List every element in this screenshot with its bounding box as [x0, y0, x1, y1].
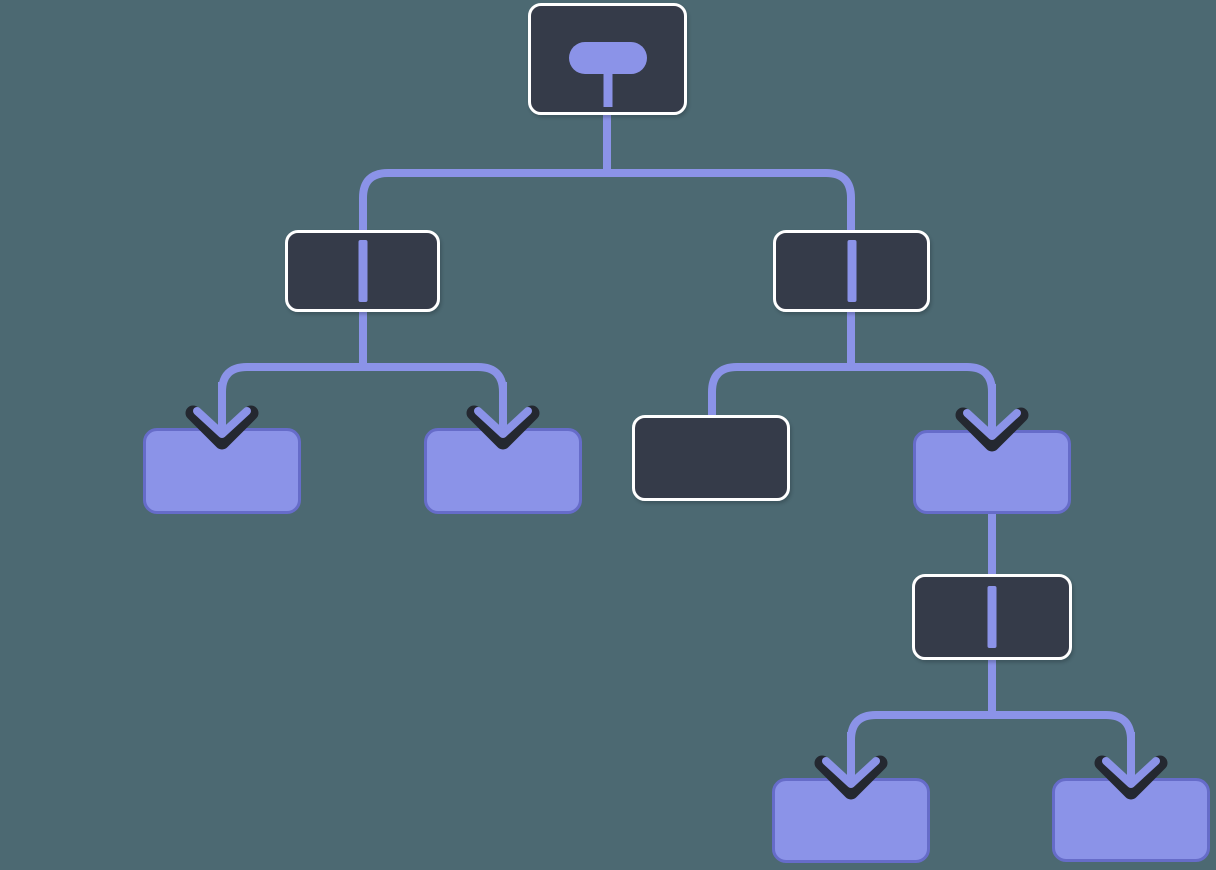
branch-node-right[interactable]: [773, 230, 930, 312]
arrow-purple-chevron: [963, 409, 1021, 440]
arrow-down-icon: [1094, 732, 1168, 800]
arrow-down-icon: [466, 382, 540, 450]
connector-through-line-icon: [987, 586, 997, 648]
edge-split-right[interactable]: [708, 363, 996, 436]
connector-through-line-icon: [847, 240, 856, 302]
arrow-dark-chevron: [466, 405, 540, 450]
arrow-dark-chevron: [955, 407, 1029, 452]
root-node[interactable]: [528, 3, 687, 115]
arrow-purple-chevron: [474, 407, 532, 438]
arrow-purple-chevron: [822, 757, 880, 788]
root-pill-stem-icon: [603, 70, 612, 107]
arrow-down-icon: [185, 382, 259, 450]
connector-through-line-icon: [358, 240, 367, 302]
arrow-purple-chevron: [193, 407, 251, 438]
branch-node-mid[interactable]: [912, 574, 1072, 660]
edge-split-top[interactable]: [359, 169, 855, 231]
arrow-purple-chevron: [1102, 757, 1160, 788]
arrow-dark-chevron: [185, 405, 259, 450]
arrow-down-icon: [814, 732, 888, 800]
edge-split-bottom[interactable]: [847, 711, 1135, 784]
arrow-dark-chevron: [1094, 755, 1168, 800]
branch-node-left[interactable]: [285, 230, 440, 312]
arrow-dark-chevron: [814, 755, 888, 800]
leaf-node-3[interactable]: [632, 415, 790, 501]
edge-split-left[interactable]: [218, 363, 507, 434]
root-pill-icon: [568, 42, 647, 74]
arrow-down-icon: [955, 384, 1029, 452]
